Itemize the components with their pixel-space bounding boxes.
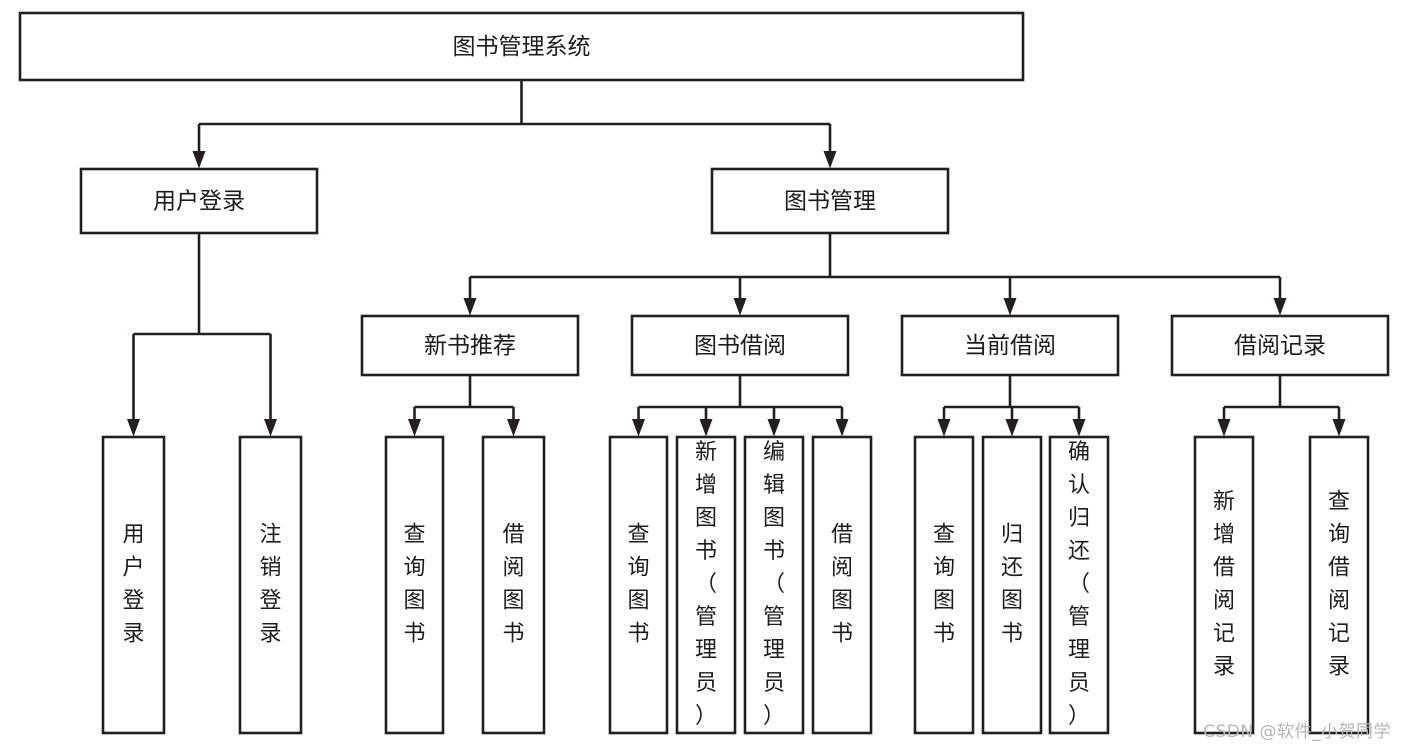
node-label: 查询借阅记录	[1328, 490, 1350, 680]
flow-node-n2_2[interactable]: 图书借阅	[630, 314, 850, 377]
node-box	[481, 435, 546, 735]
flow-node-n1_1[interactable]: 用户登录	[79, 167, 319, 235]
node-label: 借阅图书	[831, 523, 853, 647]
node-label: 当前借阅	[964, 333, 1056, 359]
flow-node-l11[interactable]: 确认归还（管理员）	[1048, 435, 1110, 735]
node-box	[1170, 314, 1390, 377]
node-label: 注销登录	[259, 523, 281, 647]
flow-node-l9[interactable]: 查询图书	[913, 435, 975, 735]
node-label: 用户登录	[122, 523, 144, 647]
node-label: 图书借阅	[694, 333, 786, 359]
node-label: 新书推荐	[424, 333, 516, 359]
node-box	[743, 435, 805, 735]
connector-layer	[127, 80, 1346, 437]
flow-node-l12[interactable]: 新增借阅记录	[1193, 435, 1255, 735]
node-box	[18, 11, 1025, 82]
flow-node-n2_1[interactable]: 新书推荐	[360, 314, 580, 377]
node-box	[238, 435, 303, 735]
node-label: 新增图书（管理员）	[695, 440, 717, 729]
node-label: 用户登录	[153, 189, 245, 215]
flow-node-l4[interactable]: 借阅图书	[481, 435, 546, 735]
node-box	[360, 314, 580, 377]
node-box	[710, 167, 950, 235]
node-box	[630, 314, 850, 377]
node-box	[79, 167, 319, 235]
flow-node-l8[interactable]: 借阅图书	[811, 435, 873, 735]
flow-node-l5[interactable]: 查询图书	[608, 435, 669, 735]
node-box	[811, 435, 873, 735]
node-label: 图书管理	[784, 189, 876, 215]
node-box	[101, 435, 166, 735]
flow-node-l7[interactable]: 编辑图书（管理员）	[743, 435, 805, 735]
flow-node-root[interactable]: 图书管理系统	[18, 11, 1025, 82]
flow-node-l10[interactable]: 归还图书	[981, 435, 1043, 735]
node-label: 查询图书	[403, 523, 425, 647]
flow-node-n2_3[interactable]: 当前借阅	[900, 314, 1120, 377]
flow-node-l1[interactable]: 用户登录	[101, 435, 166, 735]
flow-node-n1_2[interactable]: 图书管理	[710, 167, 950, 235]
node-label: 借阅图书	[502, 523, 524, 647]
node-box	[981, 435, 1043, 735]
node-box	[913, 435, 975, 735]
node-label: 查询图书	[627, 523, 649, 647]
node-label: 借阅记录	[1234, 333, 1326, 359]
node-box	[384, 435, 445, 735]
node-box	[900, 314, 1120, 377]
node-label: 新增借阅记录	[1213, 490, 1235, 680]
node-box	[675, 435, 737, 735]
node-box	[1048, 435, 1110, 735]
node-layer: 图书管理系统用户登录图书管理新书推荐图书借阅当前借阅借阅记录用户登录注销登录查询…	[18, 11, 1390, 735]
node-label: 图书管理系统	[453, 34, 591, 60]
node-label: 归还图书	[1001, 523, 1023, 647]
flow-node-l3[interactable]: 查询图书	[384, 435, 445, 735]
node-label: 确认归还（管理员）	[1068, 440, 1090, 729]
node-box	[1193, 435, 1255, 735]
flow-node-l13[interactable]: 查询借阅记录	[1308, 435, 1370, 735]
node-box	[608, 435, 669, 735]
node-label: 查询图书	[933, 523, 955, 647]
flow-node-l6[interactable]: 新增图书（管理员）	[675, 435, 737, 735]
flow-node-n2_4[interactable]: 借阅记录	[1170, 314, 1390, 377]
node-box	[1308, 435, 1370, 735]
flow-node-l2[interactable]: 注销登录	[238, 435, 303, 735]
node-label: 编辑图书（管理员）	[763, 440, 785, 729]
